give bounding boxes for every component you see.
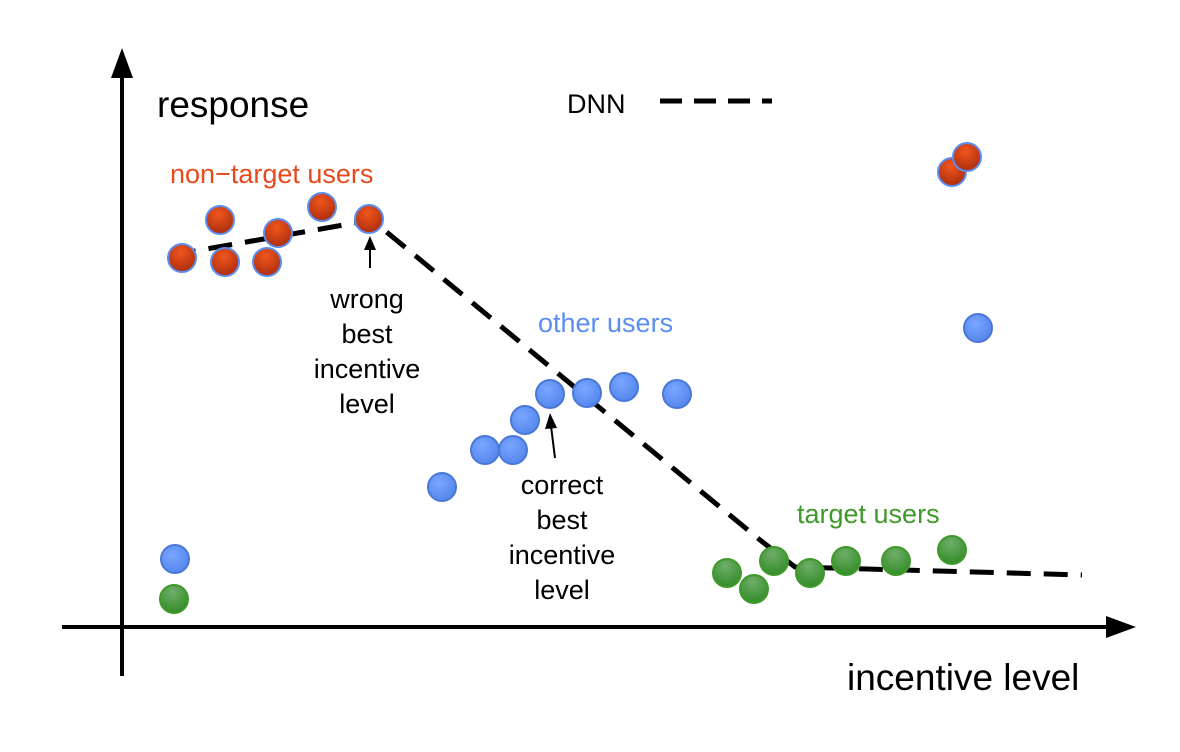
non-target-point: [952, 142, 982, 172]
correct-best-annotation: correct best incentive level: [509, 413, 616, 605]
data-points: [159, 142, 993, 614]
non-target-point: [167, 243, 197, 273]
target-point: [831, 546, 861, 576]
correct-best-line-1: correct: [521, 470, 604, 500]
wrong-best-arrowhead: [364, 236, 376, 250]
non-target-point: [263, 218, 293, 248]
axes: [62, 48, 1136, 676]
other-point: [470, 435, 500, 465]
wrong-best-line-3: incentive: [314, 354, 421, 384]
other-point: [535, 379, 565, 409]
wrong-best-line-4: level: [339, 389, 395, 419]
non-target-point: [307, 192, 337, 222]
non-target-point: [252, 247, 282, 277]
dnn-curve: [171, 217, 1083, 578]
other-point: [963, 313, 993, 343]
y-axis-label: response: [157, 84, 309, 125]
non-target-point: [210, 247, 240, 277]
correct-best-line-2: best: [536, 505, 588, 535]
other-users-label: other users: [538, 308, 673, 338]
wrong-best-line-1: wrong: [329, 284, 404, 314]
other-point: [609, 372, 639, 402]
x-axis-label: incentive level: [847, 657, 1079, 698]
other-point: [427, 472, 457, 502]
legend: DNN: [567, 89, 772, 119]
other-point: [662, 379, 692, 409]
correct-best-line-4: level: [534, 575, 590, 605]
target-point: [795, 558, 825, 588]
other-point: [160, 544, 190, 574]
non-target-users-label: non−target users: [170, 159, 373, 189]
other-point: [498, 435, 528, 465]
correct-best-arrow: [550, 425, 556, 459]
other-point: [510, 405, 540, 435]
wrong-best-line-2: best: [341, 319, 393, 349]
target-point: [881, 546, 911, 576]
correct-best-arrowhead: [545, 413, 557, 429]
target-users-label: target users: [797, 499, 940, 529]
x-axis-arrowhead: [1106, 616, 1136, 638]
target-point: [159, 584, 189, 614]
target-point: [759, 546, 789, 576]
non-target-point: [205, 205, 235, 235]
wrong-best-annotation: wrong best incentive level: [314, 236, 421, 419]
y-axis-arrowhead: [111, 48, 133, 78]
legend-label: DNN: [567, 89, 626, 119]
target-point: [937, 535, 967, 565]
target-point: [739, 574, 769, 604]
non-target-point: [354, 204, 384, 234]
correct-best-line-3: incentive: [509, 540, 616, 570]
other-point: [572, 378, 602, 408]
target-point: [712, 558, 742, 588]
